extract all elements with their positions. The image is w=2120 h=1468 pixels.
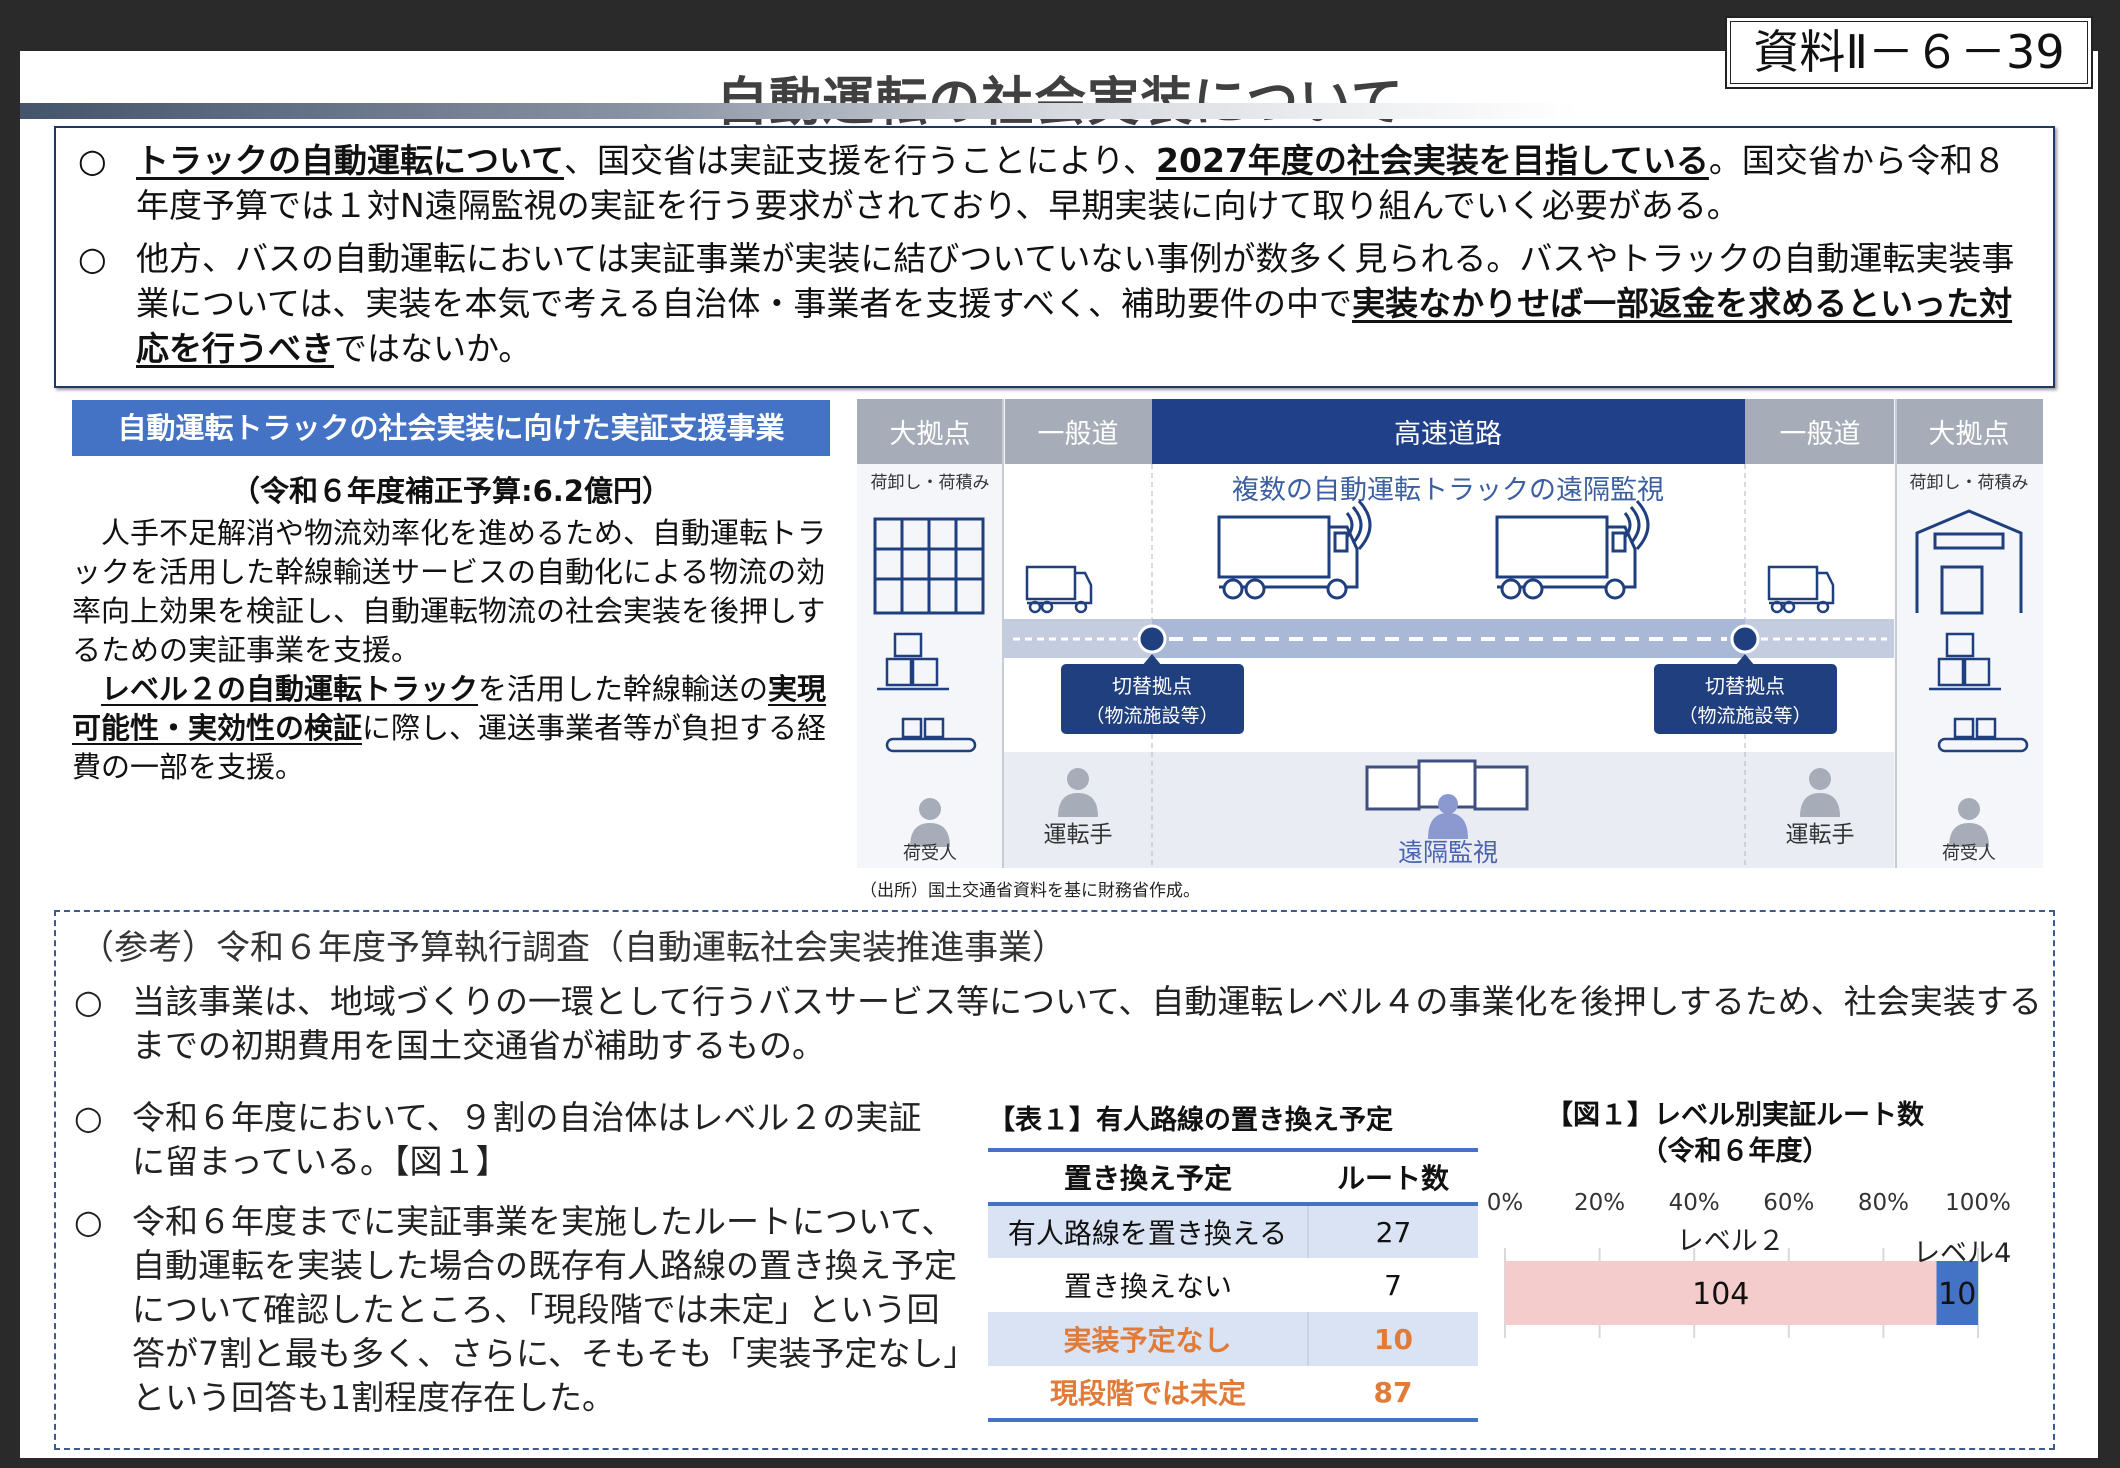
emphasis-text: 実現可能性・実効性の検証	[72, 672, 827, 745]
text: を活用した幹線輸送の	[478, 672, 769, 706]
bullet-mark: ○	[74, 1098, 103, 1137]
driver-label: 運転手	[1786, 822, 1855, 848]
text: 、国交省は実証支援を行うことにより、	[564, 141, 1157, 180]
table-cell: 置き換えない	[1063, 1270, 1232, 1303]
tick-label: 100%	[1945, 1190, 2011, 1216]
emphasis-text: レベル２の自動運転トラック	[101, 672, 479, 706]
summary-bullet: ○ 他方、バスの自動運転においては実証事業が実装に結びついていない事例が数多く見ら…	[78, 236, 2033, 371]
text: 令和６年度において、９割の自治体はレベル２の実証に留まっている。【図１】	[132, 1098, 922, 1181]
load-label: 荷卸し・荷積み	[871, 473, 990, 493]
table-title: 【表１】有人路線の置き換え予定	[988, 1105, 1393, 1136]
bullet-mark: ○	[74, 982, 103, 1021]
chart-subtitle: （令和６年度）	[1640, 1136, 1830, 1167]
reference-bullet: ○ 令和６年度までに実証事業を実施したルートについて、自動運転を実装した場合の既存…	[74, 1200, 964, 1420]
data-label: 104	[1692, 1277, 1749, 1312]
switch-point-marker	[1137, 624, 1167, 654]
emphasis-text: 実装なかりせば一部返金を求めるといった対応を行うべき	[136, 284, 2013, 368]
reference-title: （参考）令和６年度予算執行調査（自動運転社会実装推進事業）	[80, 928, 1066, 968]
remote-monitor-icon	[1365, 759, 1529, 839]
chart-title-text: 【図１】レベル別実証ルート数	[1546, 1100, 1924, 1131]
table-cell: 実装予定なし	[988, 1312, 1309, 1366]
column-header: 置き換え予定	[988, 1148, 1308, 1206]
text: 当該事業は、地域づくりの一環として行うバスサービス等について、自動運転レベル４の…	[132, 982, 2042, 1065]
boxes-icon	[877, 632, 2001, 691]
text: に際し、運送事業者等が負担する経費の一部を支援。	[72, 711, 827, 784]
receiver-label: 荷受人	[1942, 843, 1996, 864]
title-divider	[20, 103, 2098, 119]
tick-label: 0%	[1487, 1190, 1524, 1216]
receiver-label: 荷受人	[903, 843, 957, 864]
data-label: 10	[1938, 1277, 1976, 1312]
program-description: 人手不足解消や物流効率化を進めるため、自動運転トラックを活用した幹線輸送サービス…	[72, 516, 827, 667]
svg-text:切替拠点: 切替拠点	[1705, 674, 1785, 698]
switch-point-callout: 切替拠点 （物流施設等）	[1061, 654, 1244, 734]
autonomous-truck-diagram: 大拠点 一般道 高速道路 一般道 大拠点 荷卸し・荷積み 荷卸し・荷積み 複数の…	[857, 399, 2043, 868]
program-budget: （令和６年度補正予算:6.2億円）	[231, 474, 671, 508]
summary-bullet: ○ トラックの自動運転について、国交省は実証支援を行うことにより、2027年度の社…	[78, 138, 2033, 228]
text: 令和６年度までに実証事業を実施したルートについて、自動運転を実装した場合の既存有…	[132, 1202, 960, 1417]
series-label: レベル２	[1677, 1226, 1785, 1257]
tick-label: 20%	[1574, 1190, 1625, 1216]
svg-text:（物流施設等）: （物流施設等）	[1678, 705, 1811, 727]
reference-bullet: ○ 当該事業は、地域づくりの一環として行うバスサービス等について、自動運転レベル４…	[74, 980, 2044, 1068]
column-label-local-road: 一般道	[1038, 419, 1119, 450]
switch-point-marker	[1730, 624, 1760, 654]
source-note: （出所）国土交通省資料を基に財務省作成。	[860, 881, 1200, 901]
bar-segment	[1505, 1261, 1937, 1325]
table-cell: 27	[1308, 1204, 1478, 1258]
switch-point-callout: 切替拠点 （物流施設等）	[1654, 654, 1837, 734]
conveyor-icon	[885, 717, 2029, 753]
bullet-mark: ○	[74, 1202, 103, 1241]
column-label-expressway: 高速道路	[1394, 419, 1502, 450]
table-cell: 10	[1308, 1312, 1478, 1366]
column-label-hub: 大拠点	[890, 419, 971, 450]
highway-caption: 複数の自動運転トラックの遠隔監視	[1232, 475, 1664, 506]
program-support: レベル２の自動運転トラックを活用した幹線輸送の実現可能性・実効性の検証に際し、運…	[72, 670, 847, 787]
reference-bullet: ○ 令和６年度において、９割の自治体はレベル２の実証に留まっている。【図１】	[74, 1096, 954, 1184]
tick-label: 80%	[1858, 1190, 1909, 1216]
table-cell: 有人路線を置き換える	[988, 1204, 1309, 1258]
reference-box	[54, 910, 2055, 1450]
emphasis-text: トラックの自動運転について	[136, 141, 565, 180]
level-bar-chart: 0% 20% 40% 60% 80% 100% 104 レベル２ 10 レベル4	[1487, 1190, 2011, 1338]
text: 。国交省から令和８年度予算では１対N遠隔監視の実証を行う要求がされており、早期実…	[136, 141, 2006, 225]
emphasis-text: 2027年度の社会実装を目指している	[1156, 141, 1709, 180]
column-label-local-road: 一般道	[1780, 419, 1861, 450]
table-row: 置き換えない 7	[988, 1258, 1478, 1312]
bar-segment	[1936, 1261, 1978, 1325]
tick-label: 60%	[1763, 1190, 1814, 1216]
remote-monitoring-label: 遠隔監視	[1398, 838, 1498, 867]
text: 他方、バスの自動運転においては実証事業が実装に結びついていない事例が数多く見られ…	[136, 239, 2015, 323]
text: ではないか。	[334, 329, 532, 368]
program-heading: 自動運転トラックの社会実装に向けた実証支援事業	[72, 400, 830, 456]
building-icon	[873, 517, 985, 615]
table-cell: 87	[1308, 1366, 1478, 1422]
bullet-mark: ○	[78, 141, 107, 180]
svg-text:（物流施設等）: （物流施設等）	[1085, 705, 1218, 727]
table-header-row: 置き換え予定ルート数	[988, 1148, 1478, 1206]
column-label-hub: 大拠点	[1929, 419, 2010, 450]
tick-label: 40%	[1669, 1190, 1720, 1216]
warehouse-icon	[1915, 509, 2023, 615]
chart-title: 【図１】レベル別実証ルート数 （令和６年度）	[1500, 1098, 1970, 1170]
table-cell: 7	[1384, 1268, 1402, 1302]
summary-box: ○ トラックの自動運転について、国交省は実証支援を行うことにより、2027年度の社…	[54, 126, 2055, 388]
load-label: 荷卸し・荷積み	[1910, 473, 2029, 493]
column-header: ルート数	[1308, 1148, 1478, 1206]
table-cell: 現段階では未定	[988, 1366, 1308, 1422]
document-reference: 資料Ⅱ－６－39	[1725, 16, 2093, 89]
series-label: レベル4	[1913, 1238, 2011, 1269]
column-header-bg	[857, 399, 1003, 464]
driver-label: 運転手	[1044, 822, 1113, 848]
svg-text:切替拠点: 切替拠点	[1112, 674, 1192, 698]
bullet-mark: ○	[78, 239, 107, 278]
